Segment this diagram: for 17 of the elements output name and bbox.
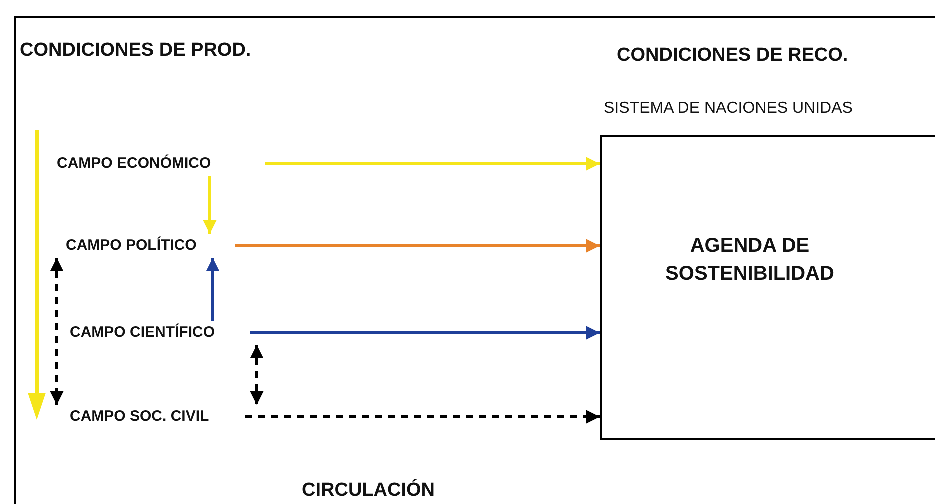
arrow — [206, 258, 220, 321]
section-heading: CONDICIONES DE PROD. — [20, 40, 252, 62]
arrow — [265, 157, 600, 171]
group-heading: SISTEMA DE NACIONES UNIDAS — [604, 100, 853, 118]
field-label: CAMPO POLÍTICO — [50, 234, 235, 258]
section-heading: CONDICIONES DE RECO. — [617, 45, 848, 67]
arrow — [250, 326, 600, 340]
arrow — [203, 176, 217, 234]
agenda-box: AGENDA DE SOSTENIBILIDAD — [600, 135, 935, 440]
section-heading: CIRCULACIÓN — [302, 480, 435, 502]
field-label: CAMPO ECONÓMICO — [50, 152, 265, 176]
field-label: CAMPO CIENTÍFICO — [50, 321, 250, 345]
field-label: CAMPO SOC. CIVIL — [50, 405, 245, 429]
arrow — [235, 239, 600, 253]
dashed-arrow — [245, 410, 600, 424]
dashed-arrow — [50, 258, 64, 405]
dashed-arrow — [250, 345, 264, 405]
